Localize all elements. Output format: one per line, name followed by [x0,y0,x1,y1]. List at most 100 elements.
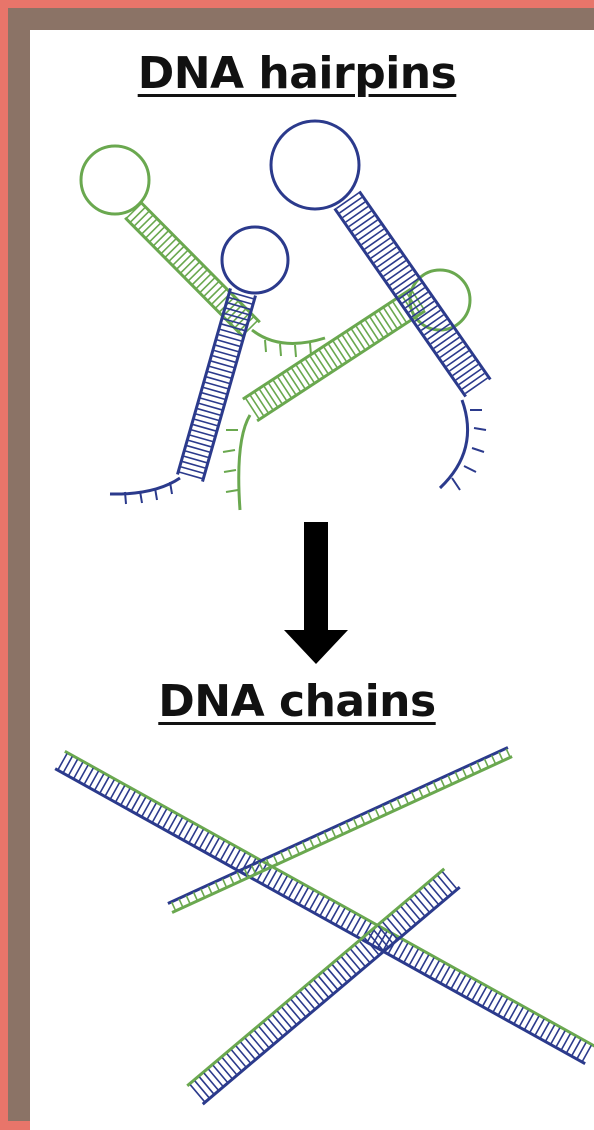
blue-hairpin-big-stem-rung [462,374,484,389]
chain-thin-rising-rung [339,826,343,834]
green-hairpin-right-stem-rung [356,326,369,346]
chain-thin-rising-rung [361,816,365,824]
chains-group [55,747,594,1104]
blue-hairpin-big-stem-rung [352,216,374,231]
green-hairpin-right-stem-rung [347,332,360,352]
chain-short-rising-rung [438,876,452,893]
chain-short-rising-rung [310,984,324,1001]
blue-hairpin-big-stem-rung [362,229,384,244]
down-arrow [284,522,348,664]
chain-thin-rising-rung [317,836,321,844]
chain-thin-rising-rung [368,812,372,820]
green-hairpin-left-stem-rung [154,231,168,245]
green-hairpin-right-stem-rung [379,311,392,331]
chain-short-rising-rung [342,957,356,974]
green-hairpin-right-stem-rail-a [257,311,425,421]
blue-hairpin-small-stem-rung [205,382,228,388]
green-hairpin-right-stem-rung [315,354,328,374]
blue-hairpin-small-stem-rung [190,435,213,441]
chain-thin-rising-rung [383,805,387,813]
chain-short-rising-rung [392,914,406,931]
chain-short-rising-rung [328,969,342,986]
blue-hairpin-big-tick [464,466,476,472]
blue-hairpin-small-stem-rung [192,430,215,436]
green-hairpin-right-stem-rung [297,366,310,386]
blue-hairpin-big-stem-rung [380,256,402,271]
green-hairpin-left-stem-rung [169,247,183,261]
chain-thin-rising [168,747,512,912]
blue-hairpin-small-stem-rung [189,440,212,446]
blue-hairpin-small-stem-rung [193,425,216,431]
blue-hairpin-small-stem-rung [198,409,221,415]
chain-thin-rising-rung [375,809,379,817]
chain-short-rising-rung [296,996,310,1013]
green-hairpin-right-stem-rung [352,329,365,349]
blue-hairpin-small-stem-rung [187,446,210,452]
green-hairpin-right-stem-rung [283,375,296,395]
chain-short-rising-rung [222,1058,236,1075]
chain-thin-rising-rung [259,862,263,870]
green-hairpin-right-stem-rung [361,323,374,343]
chain-thin-rising-rung [310,839,314,847]
chain-thin-rising-rung [470,765,474,773]
blue-hairpin-big-stem-rung [446,351,468,366]
chain-thin-rising-rung [354,819,358,827]
chain-thin-rising-rung [434,782,438,790]
chain-long-diagonal [55,751,594,1063]
blue-hairpin-small-stem-rung [213,356,236,362]
green-hairpin-left-tick [265,340,266,352]
blue-hairpin-big-stem-rung [384,261,406,276]
blue-hairpin-small-stem-rung [183,462,206,468]
chain-short-rising-rung [323,973,337,990]
chain-short-rising-rung [268,1019,282,1036]
hairpins-group [81,121,490,510]
chain-short-rising-rung [424,887,438,904]
blue-hairpin-small-stem-rung [202,393,225,399]
chain-short-rising-rung [245,1038,259,1055]
blue-hairpin-big-stem-rung [443,346,465,361]
chain-thin-rising-rung [303,842,307,850]
chain-thin-rising-rung [448,775,452,783]
blue-hairpin-big-stem-rung [355,220,377,235]
blue-hairpin-big-stem-rung [409,297,431,312]
chain-short-rising-rung [204,1073,218,1090]
chain-short-rising [187,869,459,1104]
green-hairpin-right-stem-rung [338,338,351,358]
green-hairpin-right-stem-rung [393,302,406,322]
green-hairpin-right-tail [239,415,250,510]
blue-hairpin-small [110,227,288,504]
green-hairpin-right-stem-rung [274,381,287,401]
chain-short-rising-rung [420,891,434,908]
chain-thin-rising-rung [208,886,212,894]
green-hairpin-right-stem-rung [250,396,263,416]
blue-hairpin-big-stem-rung [377,252,399,267]
chain-short-rising-rung [232,1050,246,1067]
green-hairpin-left-stem-rung [158,235,172,249]
blue-hairpin-big-stem-rung [465,378,487,393]
blue-hairpin-big-stem-rung [371,243,393,258]
chain-thin-rising-rail-b [168,747,508,903]
green-hairpin-right-stem-rung [343,335,356,355]
blue-hairpin-small-stem-rung [196,414,219,420]
green-hairpin-left-stem-rung [204,282,218,296]
chain-thin-rising-rung [492,755,496,763]
chain-thin-rising-rung [281,852,285,860]
green-hairpin-left-tick [295,345,296,357]
chain-thin-rising-rung [412,792,416,800]
chain-thin-rising-rung [463,769,467,777]
green-hairpin-right-stem-rung [278,378,291,398]
blue-hairpin-big [271,121,490,490]
chain-short-rising-rung [305,988,319,1005]
green-hairpin-right-stem-rung [264,387,277,407]
green-hairpin-left-stem-rung [208,286,222,300]
blue-hairpin-big-stem-rung [450,355,472,370]
blue-hairpin-big-stem-rung [402,288,424,303]
chain-thin-rising-rung [252,866,256,874]
chain-short-rising-rung [190,1085,204,1102]
chain-short-rising-rung [314,980,328,997]
blue-hairpin-big-stem-rung [358,225,380,240]
chain-thin-rising-rung [295,846,299,854]
chain-short-rising-rung [236,1046,250,1063]
blue-hairpin-small-stem-rung [199,403,222,409]
chain-short-rising-rung [337,961,351,978]
